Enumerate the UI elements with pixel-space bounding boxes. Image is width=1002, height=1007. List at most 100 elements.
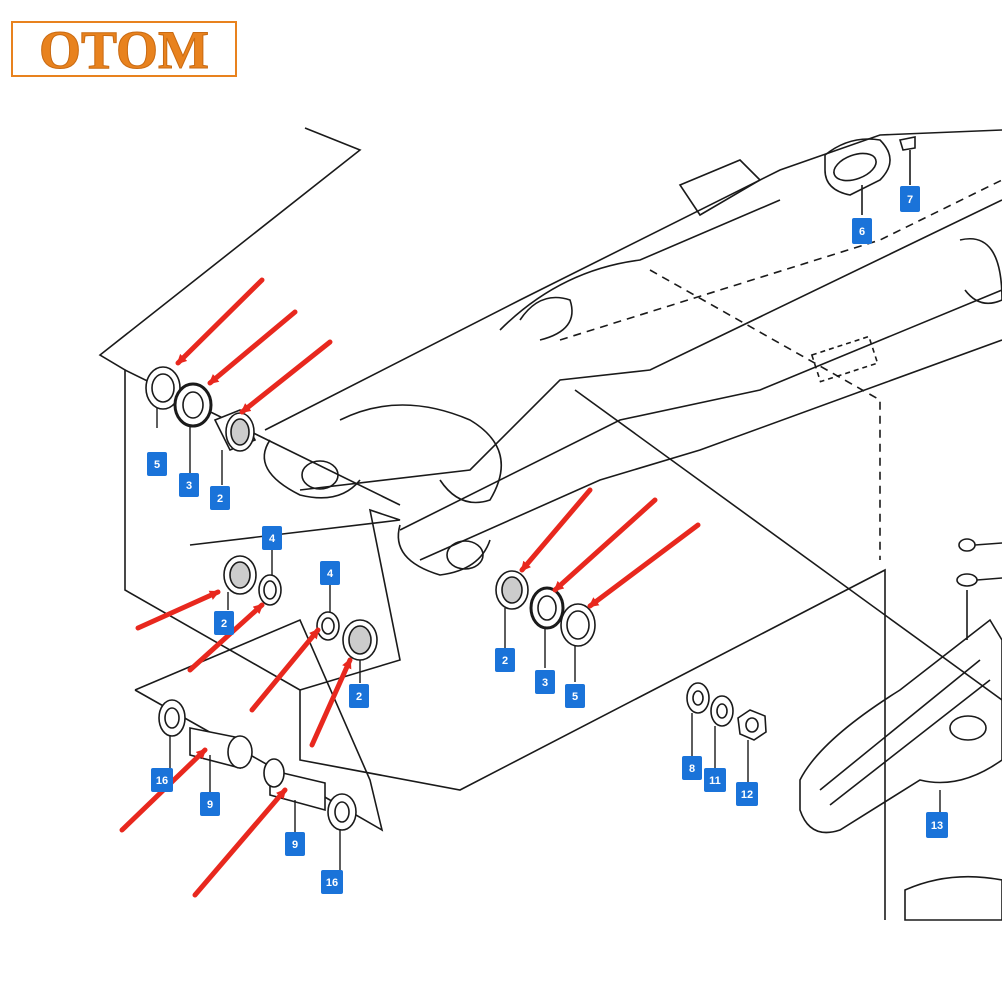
leader-line <box>976 577 1002 581</box>
leader-line <box>574 389 1002 701</box>
callout-badge: 9 <box>285 832 305 856</box>
callout-label: 3 <box>186 480 192 492</box>
callout-badge: 4 <box>320 561 340 585</box>
callout-label: 4 <box>327 568 334 580</box>
nut-bore <box>745 717 759 733</box>
callout-label: 2 <box>221 618 227 630</box>
seal-inner <box>321 617 335 635</box>
arrow-icon <box>207 309 298 386</box>
callout-label: 2 <box>217 493 223 505</box>
bearing-rollers <box>229 561 251 589</box>
arm-lower-edge <box>299 199 1002 491</box>
slider-rib <box>829 679 991 806</box>
callout-label: 2 <box>356 691 362 703</box>
axle-end <box>959 238 1002 305</box>
section-boundary <box>98 127 886 920</box>
callout-badge: 2 <box>349 684 369 708</box>
bearing-rollers <box>501 576 523 604</box>
arm-right-lower <box>419 339 1002 561</box>
arrow-icon <box>309 657 353 748</box>
washer-inner <box>537 595 557 621</box>
callout-badge: 2 <box>214 611 234 635</box>
arm-upper-edge <box>264 129 1002 431</box>
callout-badge: 7 <box>900 186 920 212</box>
chain-slider <box>799 618 1002 834</box>
callout-badge: 11 <box>704 768 726 792</box>
arrow-icon <box>187 602 265 673</box>
slider-rib <box>819 659 981 791</box>
swingarm-line-art <box>98 127 1002 921</box>
callout-badge: 13 <box>926 812 948 838</box>
callout-label: 8 <box>689 763 695 775</box>
callout-badge: 5 <box>565 684 585 708</box>
bearing-rollers <box>348 625 372 655</box>
callout-label: 7 <box>907 194 913 206</box>
washer-inner <box>182 391 204 419</box>
arm-fold <box>519 296 573 341</box>
callout-label: 5 <box>572 691 578 703</box>
arm-top-inner <box>499 199 781 331</box>
arm-cutout <box>339 404 503 504</box>
pivot-hole-left <box>301 460 339 490</box>
arrow-icon <box>249 627 321 713</box>
washer-inner <box>334 801 350 823</box>
callout-badge: 4 <box>262 526 282 550</box>
hidden-box <box>810 335 879 383</box>
callout-leaders <box>156 408 941 870</box>
pivot-left <box>263 439 361 499</box>
callout-badge: 2 <box>495 648 515 672</box>
callout-badge: 16 <box>321 870 343 894</box>
callout-label: 12 <box>741 789 753 801</box>
callout-badge: 12 <box>736 782 758 806</box>
collar-end <box>263 758 285 788</box>
hidden-line <box>559 179 1002 341</box>
arrow-icon <box>192 787 288 898</box>
callouts: 5 3 2 4 2 4 2 2 3 5 16 9 9 16 8 11 12 13… <box>147 186 948 894</box>
chain-guide-plate <box>824 138 891 196</box>
callout-label: 9 <box>207 799 213 811</box>
washer-inner <box>164 707 180 729</box>
pivot-hole-right <box>446 540 484 570</box>
collar-end <box>227 735 253 769</box>
arrow-icon <box>552 497 658 593</box>
callout-badge: 3 <box>179 473 199 497</box>
arrow-icon <box>239 339 333 415</box>
hidden-line <box>649 269 881 560</box>
arrow-icon <box>587 522 701 609</box>
callout-label: 16 <box>156 775 168 787</box>
boundary-line <box>189 508 401 691</box>
bolt-head <box>958 538 976 552</box>
seal-inner <box>263 580 277 600</box>
screw <box>898 136 916 151</box>
callout-badge: 8 <box>682 756 702 780</box>
callout-label: 9 <box>292 839 298 851</box>
slider-hole <box>949 715 987 741</box>
callout-label: 2 <box>502 655 508 667</box>
plate-slot <box>833 152 877 182</box>
callout-label: 6 <box>859 226 865 238</box>
seal-inner <box>566 610 590 640</box>
callout-label: 4 <box>269 533 276 545</box>
callout-badge: 16 <box>151 768 173 792</box>
leader-line <box>974 542 1002 546</box>
arm-bracket <box>678 159 762 217</box>
callout-badge: 2 <box>210 486 230 510</box>
washer <box>956 573 978 587</box>
callout-badge: 9 <box>200 792 220 816</box>
seal-inner <box>151 373 175 403</box>
callout-label: 13 <box>931 820 943 832</box>
otom-logo: OTOM <box>11 20 237 81</box>
callout-badge: 5 <box>147 452 167 476</box>
lower-bracket <box>904 875 1002 921</box>
arrow-icon <box>135 589 221 631</box>
logo-frame <box>11 21 237 77</box>
callout-label: 11 <box>709 775 721 787</box>
arm-right-edge <box>399 289 1002 531</box>
callout-badge: 6 <box>852 218 872 244</box>
callout-label: 16 <box>326 877 338 889</box>
washer-inner <box>716 703 728 719</box>
washer-inner <box>692 690 704 706</box>
arrow-icon <box>519 487 593 573</box>
pivot-right <box>397 524 491 576</box>
